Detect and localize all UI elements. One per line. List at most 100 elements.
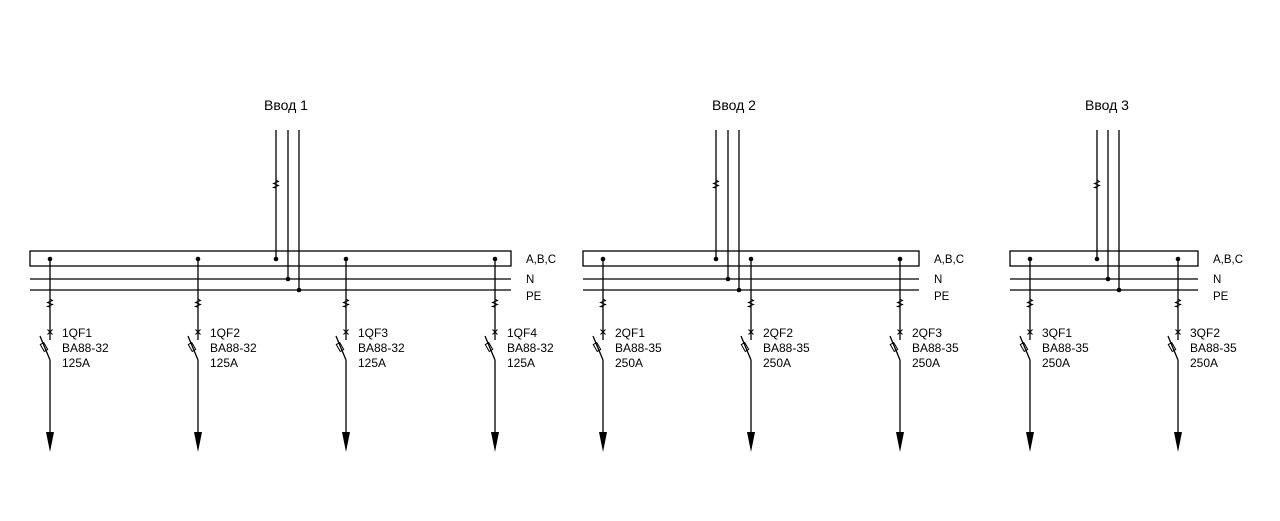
breaker-name: 2QF1 xyxy=(615,326,645,340)
switch-blade-icon xyxy=(592,335,604,361)
breaker-model: BA88-32 xyxy=(507,341,554,355)
bus-label-pe: PE xyxy=(934,291,950,303)
trip-element-icon xyxy=(1019,341,1029,353)
breaker-name: 2QF3 xyxy=(912,326,942,340)
junction-dot xyxy=(285,276,291,282)
panel-title: Ввод 2 xyxy=(712,97,756,113)
bus-label-n: N xyxy=(1213,274,1221,286)
switch-blade-icon xyxy=(740,335,752,361)
breaker-rating: 250A xyxy=(912,356,940,370)
junction-dot xyxy=(273,256,279,262)
breaker-name: 1QF1 xyxy=(62,326,92,340)
switch-blade-icon xyxy=(1167,335,1179,361)
breaker-model: BA88-35 xyxy=(1190,341,1237,355)
breaker-model: BA88-35 xyxy=(912,341,959,355)
arrow-down-icon xyxy=(896,432,904,452)
breaker-model: BA88-35 xyxy=(763,341,810,355)
panel-1: Ввод 1A,B,CNPE1QF1BA88-32125A1QF2BA88-32… xyxy=(29,97,556,452)
junction-dot xyxy=(1094,256,1100,262)
panel-2: Ввод 2A,B,CNPE2QF1BA88-35250A2QF2BA88-35… xyxy=(582,97,964,452)
fuse-icon xyxy=(746,297,755,309)
junction-dot xyxy=(725,276,731,282)
bus-label-pe: PE xyxy=(526,291,542,303)
junction-dot xyxy=(713,256,719,262)
junction-dot xyxy=(1105,276,1111,282)
switch-blade-icon xyxy=(484,335,496,361)
trip-element-icon xyxy=(187,341,197,353)
breaker-name: 3QF1 xyxy=(1042,326,1072,340)
arrow-down-icon xyxy=(491,432,499,452)
fuse-icon xyxy=(1025,297,1034,309)
breaker-name: 1QF4 xyxy=(507,326,537,340)
arrow-down-icon xyxy=(1174,432,1182,452)
arrow-down-icon xyxy=(46,432,54,452)
bus-label-abc: A,B,C xyxy=(526,254,556,266)
bus-label-n: N xyxy=(526,274,534,286)
breaker-model: BA88-35 xyxy=(615,341,662,355)
junction-dot xyxy=(1116,287,1122,293)
junction-dot xyxy=(736,287,742,293)
switch-blade-icon xyxy=(889,335,901,361)
junction-dot xyxy=(296,287,302,293)
switch-blade-icon xyxy=(39,335,51,361)
bus-label-abc: A,B,C xyxy=(934,254,964,266)
breaker-model: BA88-32 xyxy=(358,341,405,355)
busbar-abc xyxy=(1009,250,1199,267)
panel-title: Ввод 3 xyxy=(1085,97,1129,113)
bus-label-n: N xyxy=(934,274,942,286)
trip-element-icon xyxy=(39,341,49,353)
switch-blade-icon xyxy=(1019,335,1031,361)
breaker-name: 3QF2 xyxy=(1190,326,1220,340)
breaker-rating: 125A xyxy=(358,356,386,370)
feed-fuse-icon xyxy=(271,178,280,190)
fuse-icon xyxy=(1173,297,1182,309)
breaker-rating: 250A xyxy=(615,356,643,370)
breaker-rating: 250A xyxy=(1042,356,1070,370)
trip-element-icon xyxy=(484,341,494,353)
arrow-down-icon xyxy=(599,432,607,452)
breaker-name: 2QF2 xyxy=(763,326,793,340)
arrow-down-icon xyxy=(194,432,202,452)
fuse-icon xyxy=(895,297,904,309)
bus-label-abc: A,B,C xyxy=(1213,254,1243,266)
trip-element-icon xyxy=(592,341,602,353)
breaker-rating: 125A xyxy=(507,356,535,370)
breaker-rating: 125A xyxy=(210,356,238,370)
fuse-icon xyxy=(490,297,499,309)
fuse-icon xyxy=(598,297,607,309)
breaker-rating: 250A xyxy=(763,356,791,370)
breaker-rating: 125A xyxy=(62,356,90,370)
bus-label-pe: PE xyxy=(1213,291,1229,303)
breaker-name: 1QF2 xyxy=(210,326,240,340)
breaker-model: BA88-35 xyxy=(1042,341,1089,355)
fuse-icon xyxy=(341,297,350,309)
trip-element-icon xyxy=(335,341,345,353)
breaker-model: BA88-32 xyxy=(62,341,109,355)
trip-element-icon xyxy=(1167,341,1177,353)
trip-element-icon xyxy=(889,341,899,353)
panel-title: Ввод 1 xyxy=(264,97,308,113)
fuse-icon xyxy=(45,297,54,309)
switch-blade-icon xyxy=(335,335,347,361)
fuse-icon xyxy=(193,297,202,309)
trip-element-icon xyxy=(740,341,750,353)
panel-3: Ввод 3A,B,CNPE3QF1BA88-35250A3QF2BA88-35… xyxy=(1009,97,1243,452)
switch-blade-icon xyxy=(187,335,199,361)
busbar-abc xyxy=(29,250,512,267)
feed-fuse-icon xyxy=(711,178,720,190)
feed-fuse-icon xyxy=(1092,178,1101,190)
breaker-name: 1QF3 xyxy=(358,326,388,340)
arrow-down-icon xyxy=(1026,432,1034,452)
arrow-down-icon xyxy=(342,432,350,452)
breaker-model: BA88-32 xyxy=(210,341,257,355)
